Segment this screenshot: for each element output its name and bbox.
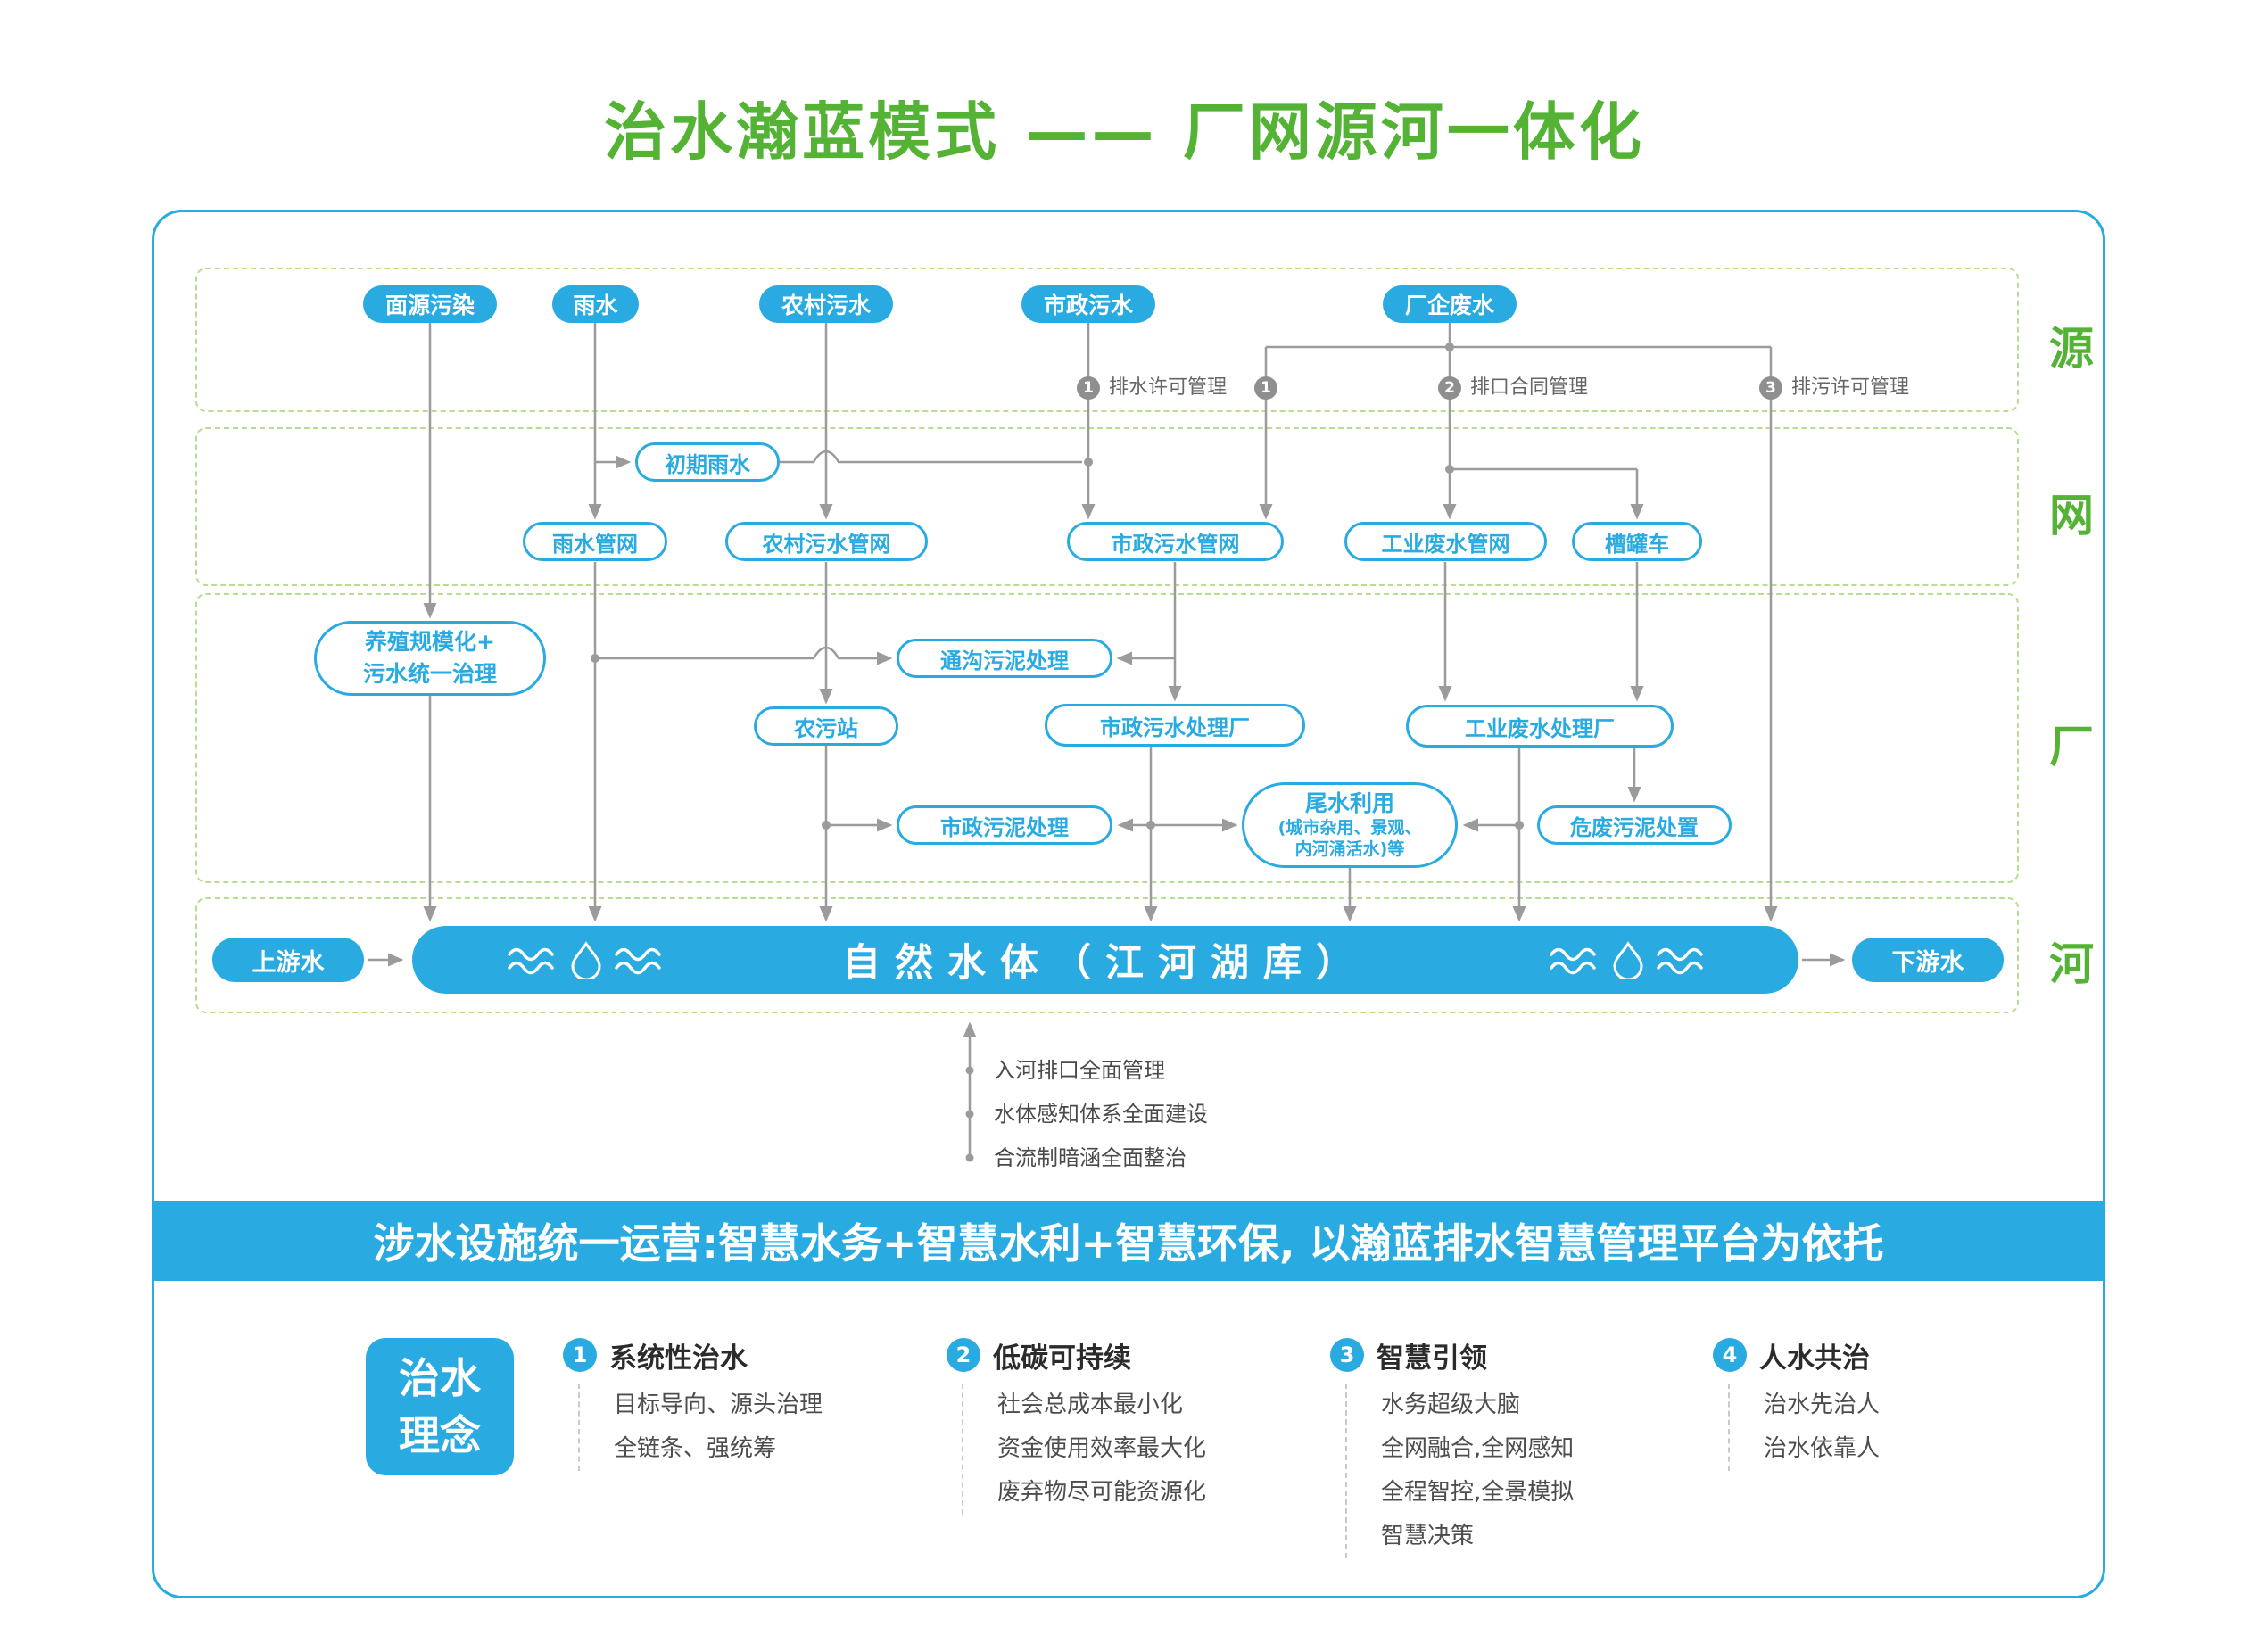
node-upstream-water: 上游水 (212, 938, 364, 982)
source-section-label: 源 (2049, 323, 2094, 375)
natural-water-body-bar: 自然水体（江河湖库） (412, 926, 1798, 994)
tailwater-line-2: (城市杂用、景观、 (1277, 818, 1422, 838)
node-industrial-treatment-plant: 工业废水处理厂 (1406, 705, 1674, 748)
node-rainwater: 雨水 (552, 285, 639, 323)
river-note-2: 水体感知体系全面建设 (994, 1102, 1208, 1127)
node-rural-pipe-network: 农村污水管网 (725, 522, 928, 561)
wave-icon (615, 947, 661, 962)
tailwater-line-3: 内河涌活水)等 (1294, 839, 1405, 859)
philosophy-item: 全链条、强统筹 (614, 1435, 777, 1462)
tailwater-line-1: 尾水利用 (1304, 790, 1394, 816)
philosophy-number-1: 1 (563, 1338, 597, 1372)
network-section-label: 网 (2049, 490, 2094, 541)
node-tanker-truck: 槽罐车 (1572, 522, 1702, 561)
farming-line-2: 污水统一治理 (362, 661, 497, 687)
philosophy-column-1: 1 系统性治水 目标导向、源头治理 全链条、强统筹 (563, 1335, 938, 1471)
philosophy-item: 智慧决策 (1381, 1523, 1475, 1549)
page-title: 治水瀚蓝模式 —— 厂网源河一体化 (604, 95, 1645, 169)
wave-decoration-right (1550, 941, 1703, 979)
philosophy-box-line-2: 理念 (399, 1411, 481, 1459)
water-drop-icon (1613, 941, 1643, 979)
node-rural-sewage-station: 农污站 (754, 706, 898, 746)
river-note-3: 合流制暗涵全面整治 (994, 1145, 1187, 1170)
river-section-label: 河 (2049, 938, 2094, 990)
philosophy-item: 治水先治人 (1764, 1392, 1881, 1418)
permit-3-label: 排污许可管理 (1791, 376, 1910, 399)
node-municipal-pipe-network: 市政污水管网 (1067, 522, 1284, 561)
farming-line-1: 养殖规模化+ (365, 629, 495, 655)
source-section-box (195, 268, 2019, 412)
philosophy-item: 水务超级大脑 (1381, 1392, 1521, 1418)
operation-banner: 涉水设施统一运营:智慧水务+智慧水利+智慧环保, 以瀚蓝排水智慧管理平台为依托 (154, 1201, 2103, 1281)
node-tailwater-reuse: 尾水利用 (城市杂用、景观、 内河涌活水)等 (1242, 782, 1458, 868)
river-note-1: 入河排口全面管理 (994, 1058, 1165, 1083)
node-initial-rainwater: 初期雨水 (635, 442, 780, 482)
philosophy-column-2: 2 低碳可持续 社会总成本最小化 资金使用效率最大化 废弃物尽可能资源化 (947, 1335, 1321, 1515)
permit-1-label: 排水许可管理 (1109, 376, 1228, 399)
philosophy-item: 目标导向、源头治理 (614, 1392, 823, 1418)
wave-icon (1550, 947, 1596, 962)
permit-1-badge: 1 (1077, 376, 1100, 400)
node-farming-treatment: 养殖规模化+ 污水统一治理 (314, 621, 546, 696)
philosophy-title-3: 智慧引领 (1377, 1342, 1487, 1375)
water-drop-icon (571, 941, 601, 979)
natural-water-body-label: 自然水体（江河湖库） (842, 941, 1368, 986)
permit-2-label: 排口合同管理 (1470, 376, 1589, 399)
philosophy-item: 治水依靠人 (1764, 1435, 1881, 1462)
wave-icon (508, 947, 554, 962)
node-rain-pipe-network: 雨水管网 (523, 522, 667, 561)
network-section-box (195, 427, 2019, 586)
node-municipal-sludge-treatment: 市政污泥处理 (897, 805, 1112, 845)
permit-1b-badge: 1 (1254, 376, 1277, 400)
philosophy-item: 全网融合,全网感知 (1381, 1435, 1575, 1462)
node-industrial-wastewater: 厂企废水 (1383, 285, 1517, 323)
wave-icon (1657, 961, 1703, 975)
philosophy-box: 治水 理念 (366, 1338, 514, 1475)
philosophy-number-3: 3 (1330, 1338, 1364, 1372)
philosophy-item: 废弃物尽可能资源化 (997, 1479, 1207, 1506)
wave-decoration-left (508, 941, 661, 979)
node-non-point-pollution: 面源污染 (363, 285, 497, 323)
node-municipal-treatment-plant: 市政污水处理厂 (1045, 704, 1305, 747)
philosophy-title-2: 低碳可持续 (993, 1342, 1131, 1375)
philosophy-item: 社会总成本最小化 (997, 1392, 1184, 1418)
wave-icon (615, 961, 661, 975)
permit-3-badge: 3 (1759, 376, 1782, 400)
philosophy-title-1: 系统性治水 (609, 1342, 748, 1375)
philosophy-number-2: 2 (947, 1338, 980, 1372)
philosophy-number-4: 4 (1713, 1338, 1747, 1372)
permit-2-badge: 2 (1438, 376, 1461, 400)
plant-section-label: 厂 (2049, 721, 2094, 772)
node-hazardous-sludge-disposal: 危废污泥处置 (1537, 805, 1732, 845)
river-section-box (195, 897, 2019, 1013)
node-downstream-water: 下游水 (1852, 938, 2004, 982)
philosophy-item: 资金使用效率最大化 (997, 1435, 1207, 1462)
node-industrial-pipe-network: 工业废水管网 (1344, 522, 1547, 561)
philosophy-box-line-1: 治水 (399, 1354, 481, 1402)
node-sewer-sludge-treatment: 通沟污泥处理 (897, 639, 1112, 678)
wave-icon (1550, 961, 1596, 975)
node-municipal-sewage: 市政污水 (1021, 285, 1155, 323)
diagram-panel (152, 210, 2105, 1598)
wave-icon (1657, 947, 1703, 962)
philosophy-column-4: 4 人水共治 治水先治人 治水依靠人 (1713, 1335, 2088, 1471)
philosophy-title-4: 人水共治 (1759, 1342, 1870, 1375)
node-rural-sewage: 农村污水 (759, 285, 893, 323)
philosophy-item: 全程智控,全景模拟 (1381, 1479, 1575, 1506)
wave-icon (508, 961, 554, 975)
philosophy-column-3: 3 智慧引领 水务超级大脑 全网融合,全网感知 全程智控,全景模拟 智慧决策 (1330, 1335, 1705, 1558)
plant-section-box (195, 593, 2019, 883)
